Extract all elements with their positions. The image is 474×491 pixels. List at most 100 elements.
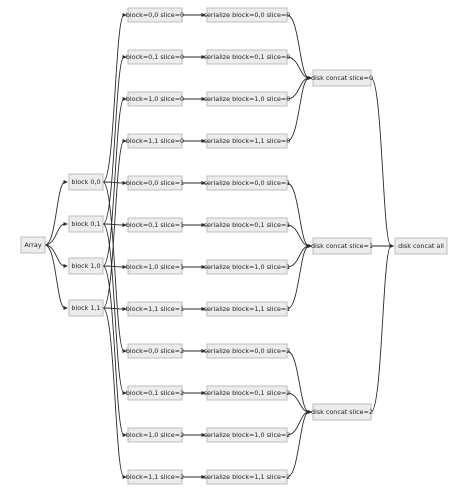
arrowhead-b01-to-s_b01_1: [122, 223, 127, 227]
arrowhead-b10-to-s_b10_1: [122, 265, 127, 269]
node-label: block=0,1 slice=2: [126, 389, 184, 397]
node-s_b10_0: block=1,0 slice=0: [126, 91, 184, 107]
node-box: [68, 257, 104, 275]
node-label: disk concat slice=2: [311, 408, 373, 416]
node-box: [68, 173, 104, 191]
node-label: block=1,0 slice=0: [126, 95, 184, 103]
arrowhead-z_b11_0-to-c0: [307, 76, 312, 80]
node-z_b00_1: serialize block=0,0 slice=1: [204, 175, 291, 191]
node-label: serialize block=1,0 slice=0: [204, 95, 291, 103]
node-label: block 0,0: [71, 178, 100, 186]
arrowhead-s_b11_1-to-z_b11_1: [201, 307, 206, 311]
edge-b11-to-s_b11_0: [102, 140, 125, 309]
edge-c2-to-call: [370, 245, 392, 413]
arrowhead-s_b01_1-to-z_b01_1: [201, 223, 206, 227]
node-box: [206, 217, 288, 233]
edge-b01-to-s_b01_1: [102, 223, 125, 226]
arrowhead-array-to-b10: [63, 264, 68, 268]
node-label: block 0,1: [71, 220, 100, 228]
node-label: serialize block=0,1 slice=2: [204, 389, 291, 397]
arrowhead-b10-to-s_b10_2: [122, 433, 127, 437]
edge-array-to-b01: [44, 223, 66, 246]
node-label: serialize block=1,0 slice=1: [204, 263, 291, 271]
node-box: [206, 343, 288, 359]
node-z_b00_0: serialize block=0,0 slice=0: [204, 7, 291, 23]
edge-array-to-b00: [44, 181, 66, 246]
node-label: serialize block=1,0 slice=2: [204, 431, 291, 439]
arrowhead-s_b00_1-to-z_b00_1: [201, 181, 206, 185]
edge-c0-to-call: [370, 77, 392, 247]
node-label: block=0,0 slice=0: [126, 11, 184, 19]
node-b11: block 1,1: [68, 299, 104, 317]
node-s_b10_2: block=1,0 slice=2: [126, 427, 184, 443]
node-label: serialize block=1,1 slice=1: [204, 305, 291, 313]
arrowhead-s_b01_2-to-z_b01_2: [201, 391, 206, 395]
node-z_b01_0: serialize block=0,1 slice=0: [204, 49, 290, 65]
edge-b00-to-s_b00_0: [102, 14, 125, 183]
arrowhead-array-to-b01: [63, 222, 68, 226]
node-box: [127, 427, 183, 443]
node-c1: disk concat slice=1: [311, 237, 373, 255]
edge-z_b11_2-to-c2: [286, 411, 310, 478]
edge-b00-to-s_b00_1: [102, 181, 125, 184]
arrowhead-b00-to-s_b00_0: [122, 13, 127, 17]
node-box: [127, 133, 183, 149]
node-box: [394, 237, 448, 255]
edge-z_b01_1-to-c1: [286, 224, 310, 247]
arrowhead-b00-to-s_b00_2: [122, 349, 127, 353]
edge-b10-to-s_b10_0: [102, 98, 125, 267]
node-s_b01_0: block=0,1 slice=0: [126, 49, 184, 65]
node-box: [206, 49, 288, 65]
edge-z_b11_0-to-c0: [286, 77, 310, 142]
node-box: [127, 259, 183, 275]
edge-z_b00_1-to-c1: [286, 182, 310, 247]
node-label: block=1,1 slice=0: [126, 137, 184, 145]
arrowhead-s_b10_0-to-z_b10_0: [201, 97, 206, 101]
arrowhead-s_b10_2-to-z_b10_2: [201, 433, 206, 437]
node-box: [206, 301, 288, 317]
arrowhead-b01-to-s_b01_2: [122, 391, 127, 395]
node-label: serialize block=0,0 slice=1: [204, 179, 291, 187]
node-box: [127, 217, 183, 233]
node-s_b11_1: block=1,1 slice=1: [126, 301, 184, 317]
node-c2: disk concat slice=2: [311, 403, 373, 421]
node-label: disk concat slice=0: [311, 74, 373, 82]
arrowhead-b11-to-s_b11_1: [122, 307, 127, 311]
arrowhead-b01-to-s_b01_0: [122, 55, 127, 59]
arrowhead-b00-to-s_b00_1: [122, 181, 127, 185]
node-s_b00_2: block=0,0 slice=2: [126, 343, 184, 359]
node-label: block=1,1 slice=2: [126, 473, 184, 481]
node-box: [68, 215, 104, 233]
arrowhead-z_b11_2-to-c2: [307, 410, 312, 414]
edge-z_b01_0-to-c0: [286, 56, 310, 79]
node-box: [206, 91, 288, 107]
edge-z_b01_2-to-c2: [286, 392, 310, 413]
node-label: block 1,0: [71, 262, 100, 270]
node-box: [206, 259, 288, 275]
node-z_b01_2: serialize block=0,1 slice=2: [204, 385, 291, 401]
node-s_b11_0: block=1,1 slice=0: [126, 133, 184, 149]
node-label: serialize block=0,1 slice=1: [204, 221, 291, 229]
node-z_b01_1: serialize block=0,1 slice=1: [204, 217, 291, 233]
node-label: block=1,0 slice=1: [126, 263, 184, 271]
node-label: serialize block=0,0 slice=0: [204, 11, 291, 19]
node-label: block 1,1: [71, 304, 100, 312]
node-s_b11_2: block=1,1 slice=2: [126, 469, 184, 485]
node-box: [20, 236, 46, 254]
edge-z_b11_1-to-c1: [286, 245, 310, 310]
node-s_b00_1: block=0,0 slice=1: [126, 175, 184, 191]
node-box: [127, 301, 183, 317]
node-label: block=0,1 slice=0: [126, 53, 184, 61]
node-box: [206, 175, 288, 191]
arrowhead-b11-to-s_b11_0: [122, 139, 127, 143]
arrowhead-z_b11_1-to-c1: [307, 244, 312, 248]
node-box: [312, 237, 372, 255]
edge-b11-to-s_b11_2: [102, 307, 125, 478]
edge-z_b00_0-to-c0: [286, 14, 310, 79]
node-array: Array: [20, 236, 46, 254]
node-s_b01_2: block=0,1 slice=2: [126, 385, 184, 401]
node-z_b11_0: serialize block=1,1 slice=0: [204, 133, 290, 149]
node-z_b11_2: serialize block=1,1 slice=2: [204, 469, 290, 485]
arrowhead-s_b10_1-to-z_b10_1: [201, 265, 206, 269]
node-box: [312, 403, 372, 421]
